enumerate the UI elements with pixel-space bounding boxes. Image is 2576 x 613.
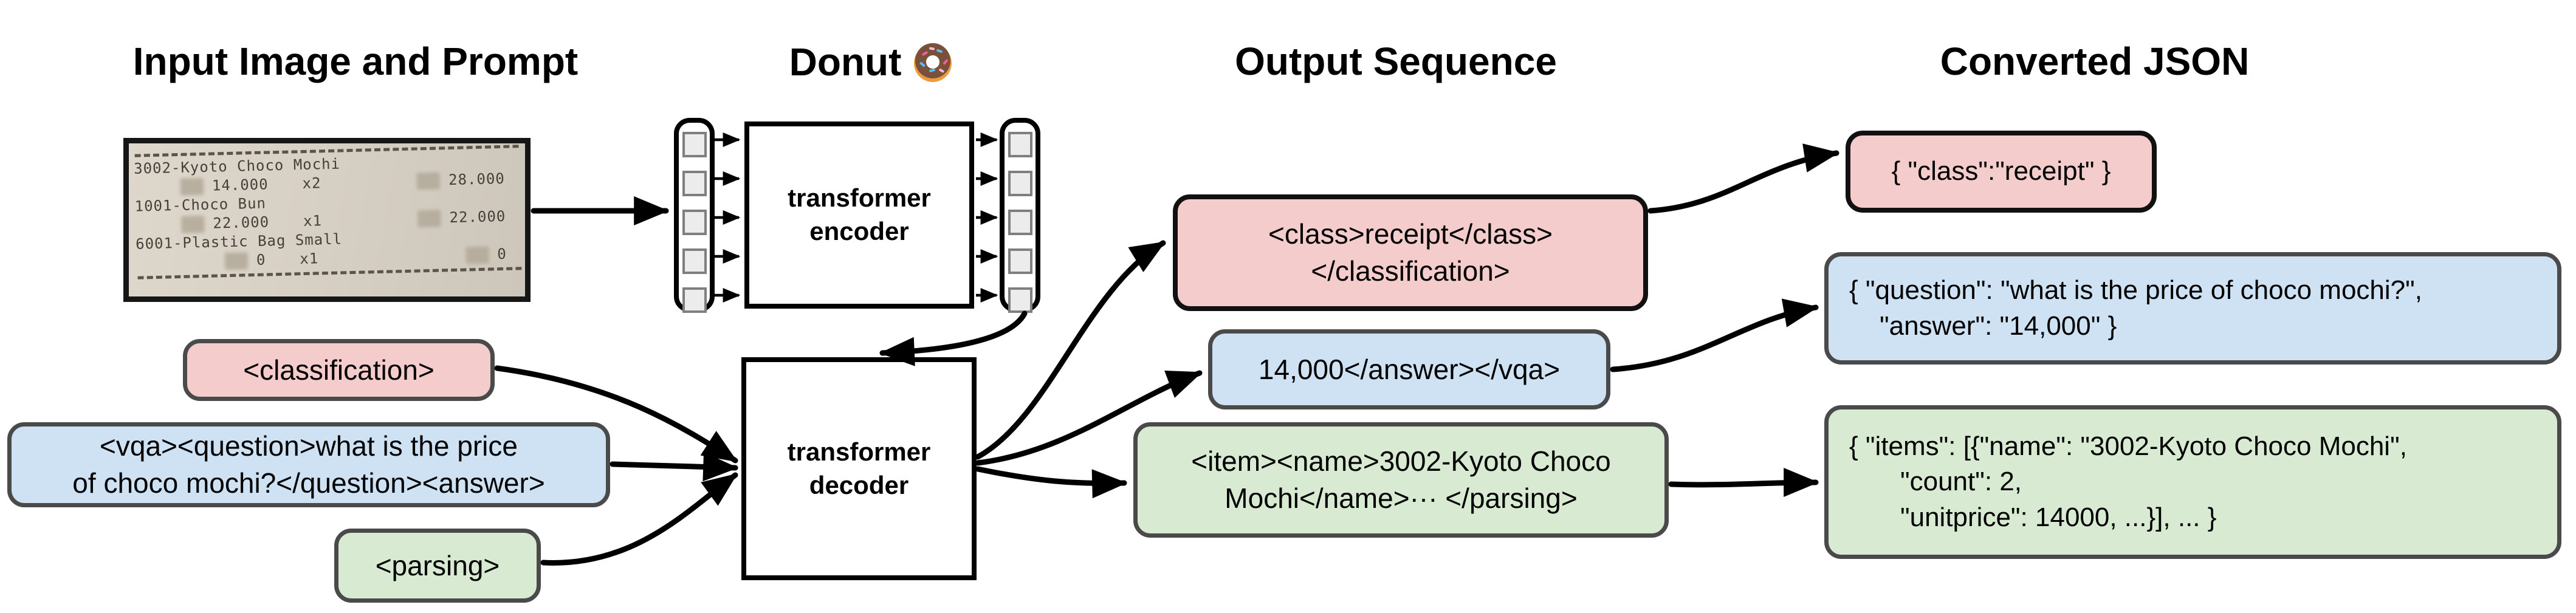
- arrow-output-to-json-parsing: [1668, 468, 1819, 498]
- json-classification: { "class":"receipt" }: [1846, 131, 2157, 213]
- transformer-encoder-block: transformer encoder: [744, 122, 974, 309]
- redaction-patch: [465, 246, 489, 264]
- json-parsing-line1: { "items": [{"name": "3002-Kyoto Choco M…: [1849, 431, 2407, 462]
- output-parsing-line2: Mochi</name>··· </parsing>: [1224, 482, 1578, 514]
- quantity: x2: [302, 174, 321, 193]
- column-title-output: Output Sequence: [1235, 39, 1557, 83]
- quantity: x1: [303, 212, 323, 230]
- redaction-patch: [181, 215, 205, 233]
- line-total: 28.000: [448, 170, 506, 189]
- unit-price: 0: [256, 251, 266, 269]
- transformer-decoder-block: transformer decoder: [741, 357, 977, 580]
- input-token-square: [682, 287, 707, 313]
- decoder-label-line1: transformer: [787, 437, 931, 466]
- encoder-output-embeddings: [1000, 118, 1040, 313]
- output-vqa: 14,000</answer></vqa>: [1208, 329, 1610, 409]
- input-token-square: [682, 171, 707, 196]
- json-vqa-line2: "answer": "14,000" }: [1880, 310, 2117, 341]
- arrow-output-to-json-classification: [1647, 143, 1839, 214]
- model-title-text: Donut: [789, 39, 902, 84]
- prompt-classification: <classification>: [183, 339, 495, 401]
- redaction-patch: [416, 171, 441, 190]
- prompt-vqa-line1: <vqa><question>what is the price: [100, 430, 518, 462]
- column-title-input: Input Image and Prompt: [132, 39, 579, 83]
- output-vqa-text: 14,000</answer></vqa>: [1258, 353, 1561, 385]
- output-parsing-line1: <item><name>3002-Kyoto Choco: [1191, 445, 1611, 478]
- output-token-square: [1008, 210, 1032, 235]
- input-token-square: [682, 132, 707, 157]
- json-parsing: { "items": [{"name": "3002-Kyoto Choco M…: [1824, 405, 2561, 559]
- unit-price: 14.000: [211, 176, 269, 194]
- line-total: 0: [497, 245, 507, 263]
- arrow-encoder-to-decoder: [879, 310, 1028, 366]
- output-classification-line2: </classification>: [1311, 255, 1510, 287]
- encoder-label-line1: transformer: [788, 183, 931, 213]
- output-token-square: [1008, 132, 1032, 157]
- input-token-square: [682, 210, 707, 235]
- redaction-patch: [417, 209, 441, 227]
- output-token-square: [1008, 248, 1032, 274]
- json-parsing-line2: "count": 2,: [1900, 467, 2022, 497]
- output-parsing: <item><name>3002-Kyoto Choco Mochi</name…: [1133, 422, 1669, 538]
- donut-emoji-icon: [914, 43, 952, 82]
- json-vqa-line1: { "question": "what is the price of choc…: [1849, 275, 2422, 306]
- redaction-patch: [224, 252, 249, 270]
- json-classification-text: { "class":"receipt" }: [1891, 156, 2111, 187]
- prompt-classification-text: <classification>: [243, 354, 434, 386]
- unit-price: 22.000: [213, 213, 270, 232]
- prompt-vqa: <vqa><question>what is the price of choc…: [7, 422, 610, 507]
- arrow-decoder-to-output-parsing: [975, 466, 1127, 499]
- output-token-square: [1008, 171, 1032, 196]
- output-token-square: [1008, 287, 1032, 313]
- line-total: 22.000: [449, 207, 506, 227]
- arrow-output-to-json-vqa: [1610, 298, 1819, 372]
- prompt-parsing-text: <parsing>: [375, 549, 500, 581]
- input-token-square: [682, 248, 707, 274]
- prompt-vqa-line2: of choco mochi?</question><answer>: [72, 467, 545, 499]
- output-classification-line1: <class>receipt</class>: [1268, 218, 1553, 250]
- redaction-patch: [180, 177, 204, 196]
- quantity: x1: [300, 250, 319, 268]
- decoder-label-line2: decoder: [809, 470, 909, 499]
- column-title-model: Donut: [750, 40, 994, 84]
- encoder-label-line2: encoder: [809, 217, 909, 245]
- prompt-parsing: <parsing>: [334, 529, 541, 603]
- arrow-prompt-vqa-to-decoder: [610, 452, 738, 482]
- encoder-input-tokens: [674, 118, 715, 313]
- output-classification: <class>receipt</class> </classification>: [1173, 194, 1648, 311]
- json-vqa: { "question": "what is the price of choc…: [1824, 252, 2561, 365]
- column-title-json: Converted JSON: [1940, 39, 2250, 83]
- json-parsing-line3: "unitprice": 14000, ...}], ... }: [1900, 502, 2217, 532]
